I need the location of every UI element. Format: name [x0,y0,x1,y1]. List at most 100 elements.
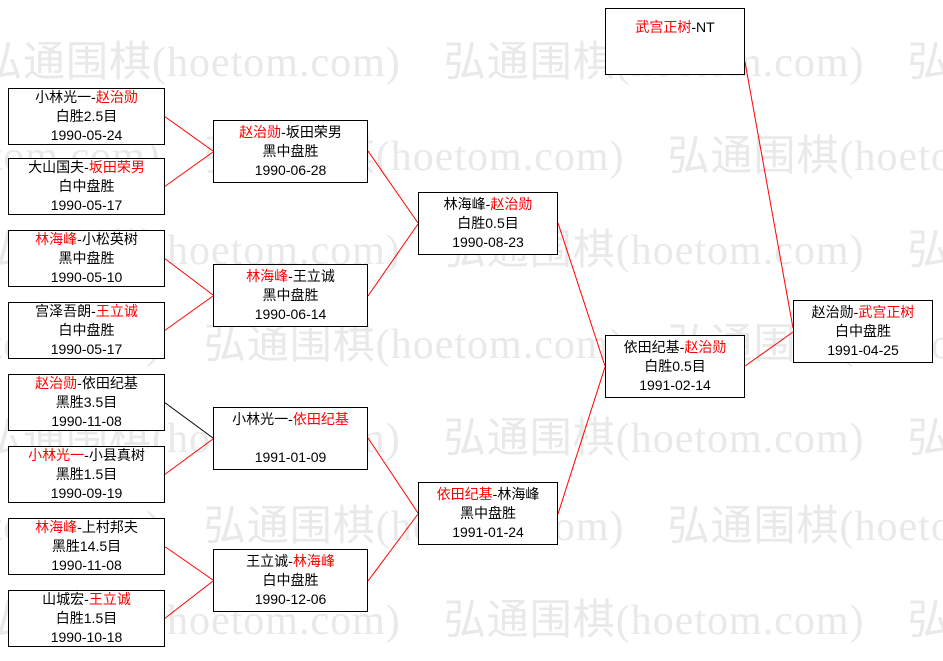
connector-line [163,115,214,152]
player-name: 赵治勋 [811,304,854,320]
match-date: 1991-04-25 [827,342,899,358]
connector-line [367,150,419,224]
player-name: 依田纪基 [623,339,680,355]
match-date: 1990-05-17 [50,341,123,357]
winner-name: 王立诚 [95,303,138,319]
connector-line [367,437,419,514]
match-players: 宫泽吾朗-王立诚 [35,303,138,319]
match-date: 1990-11-08 [51,557,122,573]
match-players: 山城宏-王立诚 [42,591,131,607]
match-box-round1-game2: 大山国夫-坂田荣男白中盘胜 1990-05-17 [8,158,165,215]
winner-name: 依田纪基 [436,486,493,502]
match-players: 林海峰-赵治勋 [443,196,533,212]
match-result: 白中盘胜 [58,178,115,194]
connector-line [744,61,794,329]
player-name: 大山国夫 [28,159,85,175]
connector-line [163,151,214,188]
match-players: 武宫正树-NT [635,19,715,35]
match-players: 林海峰-小松英树 [35,231,138,247]
winner-name: 林海峰 [35,519,78,535]
match-result: 白中盘胜 [835,323,891,339]
player-name: NT [696,19,715,35]
match-result: 黑中盘胜 [460,505,516,521]
match-players: 赵治勋-武宫正树 [811,304,915,320]
match-date: 1990-08-23 [452,234,524,250]
winner-name: 赵治勋 [490,196,533,212]
match-date: 1990-10-18 [50,629,123,645]
winner-name: 赵治勋 [35,375,78,391]
match-box-round1-game6: 小林光一-小县真树黑胜1.5目 1990-09-19 [8,446,165,503]
connector-line [163,580,214,620]
match-players: 林海峰-上村邦夫 [35,519,138,535]
match-box-round1-game8: 山城宏-王立诚白胜1.5目 1990-10-18 [8,590,165,647]
match-players: 林海峰-王立诚 [246,268,335,284]
winner-name: 赵治勋 [684,339,727,355]
player-name: 上村邦夫 [81,519,138,535]
winner-name: 赵治勋 [95,89,138,105]
match-box-round2-game1: 赵治勋-坂田荣男黑中盘胜 1990-06-28 [213,120,368,183]
connector-line [367,513,419,582]
match-date: 1990-06-14 [254,306,327,322]
player-name: 王立诚 [292,268,335,284]
match-result: 黑中盘胜 [262,143,319,159]
player-name: 王立诚 [246,553,289,569]
connector-line-black [163,401,214,439]
match-box-titleholder-seed: 武宫正树-NT [605,8,745,75]
winner-name: 赵治勋 [239,124,282,140]
winner-name: 林海峰 [246,268,289,284]
match-date: 1990-06-28 [254,162,327,178]
match-date: 1990-05-17 [50,197,123,213]
match-result: 黑胜14.5目 [51,538,122,554]
player-name: 林海峰 [443,196,486,212]
match-players: 大山国夫-坂田荣男 [28,159,145,175]
match-date: 1990-05-24 [50,127,123,143]
match-players: 赵治勋-坂田荣男 [239,124,342,140]
winner-name: 林海峰 [292,553,335,569]
connector-line [744,331,794,367]
winner-name: 依田纪基 [292,411,349,427]
winner-name: 坂田荣男 [88,159,145,175]
match-box-round1-game7: 林海峰-上村邦夫黑胜14.5目 1990-11-08 [8,518,165,575]
match-box-round2-game3: 小林光一-依田纪基 1991-01-09 [213,407,368,470]
player-name: 小林光一 [232,411,289,427]
match-result: 白中盘胜 [58,322,115,338]
connector-line [163,257,214,296]
match-players: 小林光一-依田纪基 [232,411,349,427]
player-name: 宫泽吾朗 [35,303,92,319]
winner-name: 王立诚 [88,591,131,607]
player-name: 山城宏 [42,591,85,607]
connector-line [163,438,214,476]
match-date: 1991-01-09 [254,449,327,465]
winner-name: 武宫正树 [858,304,915,320]
match-date: 1991-02-14 [639,377,711,393]
winner-name: 小林光一 [28,447,85,463]
player-name: 林海峰 [497,486,540,502]
match-players: 王立诚-林海峰 [246,553,335,569]
match-players: 赵治勋-依田纪基 [35,375,138,391]
player-name: 小林光一 [35,89,92,105]
match-players: 依田纪基-赵治勋 [623,339,727,355]
connector-line [557,366,606,515]
match-box-title-match: 赵治勋-武宫正树白中盘胜 1991-04-25 [793,300,933,363]
match-result: 黑胜1.5目 [55,466,118,482]
match-result: 白胜2.5目 [55,108,118,124]
match-result: 白中盘胜 [262,572,319,588]
match-date: 1990-11-08 [51,413,122,429]
match-date: 1990-09-19 [50,485,123,501]
connector-line [367,223,419,297]
match-players: 依田纪基-林海峰 [436,486,540,502]
match-result: 黑中盘胜 [58,250,115,266]
winner-name: 林海峰 [35,231,78,247]
winner-name: 武宫正树 [635,19,692,35]
player-name: 坂田荣男 [285,124,342,140]
match-players: 小林光一-小县真树 [28,447,145,463]
match-result: 白胜1.5目 [55,610,118,626]
